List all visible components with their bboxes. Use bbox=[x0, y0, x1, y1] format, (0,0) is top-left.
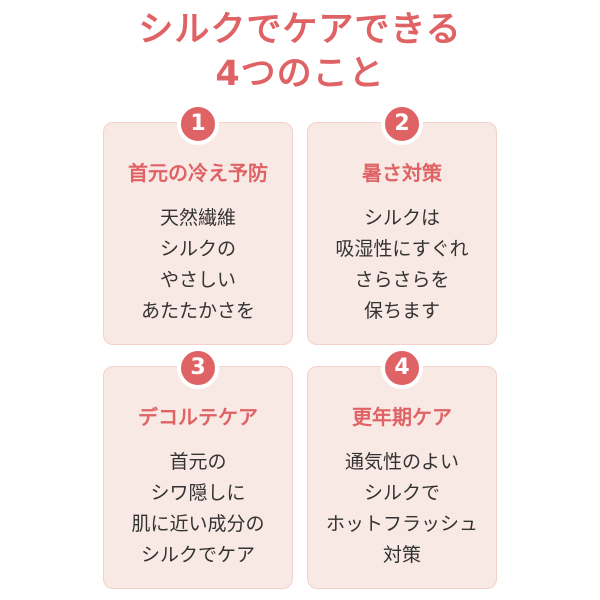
card-line: やさしい bbox=[159, 269, 236, 291]
card-line: 首元の bbox=[169, 451, 227, 473]
card-heading: 更年期ケア bbox=[352, 405, 452, 429]
card-heading: 暑さ対策 bbox=[362, 161, 442, 185]
card-line: シワ隠しに bbox=[150, 482, 246, 504]
card-body: 天然繊維 シルクの やさしい あたたかさを bbox=[104, 203, 292, 327]
card-line: 対策 bbox=[382, 544, 421, 566]
card-line: シルクでケア bbox=[140, 544, 255, 566]
page-title: シルクでケアできる 4つのこと bbox=[0, 8, 600, 96]
title-line-1: シルクでケアできる bbox=[138, 10, 462, 50]
card-menopause-care: 4 更年期ケア 通気性のよい シルクで ホットフラッシュ 対策 bbox=[307, 347, 497, 589]
number-badge: 4 bbox=[381, 347, 423, 389]
card-body: 通気性のよい シルクで ホットフラッシュ 対策 bbox=[308, 447, 496, 571]
card-line: 天然繊維 bbox=[159, 207, 236, 229]
card-line: 肌に近い成分の bbox=[131, 513, 265, 535]
card-body: シルクは 吸湿性にすぐれ さらさらを 保ちます bbox=[308, 203, 496, 327]
card-decollete-care: 3 デコルテケア 首元の シワ隠しに 肌に近い成分の シルクでケア bbox=[103, 347, 293, 589]
title-line-2: 4つのこと bbox=[215, 54, 385, 94]
card-neck-warmth: 1 首元の冷え予防 天然繊維 シルクの やさしい あたたかさを bbox=[103, 103, 293, 345]
card-line: シルクの bbox=[159, 238, 236, 260]
card-line: 通気性のよい bbox=[344, 451, 459, 473]
card-line: 保ちます bbox=[363, 300, 440, 322]
card-line: シルクは bbox=[363, 207, 440, 229]
card-line: シルクで bbox=[363, 482, 440, 504]
card-body: 首元の シワ隠しに 肌に近い成分の シルクでケア bbox=[104, 447, 292, 571]
number-badge: 1 bbox=[177, 103, 219, 145]
card-line: あたたかさを bbox=[140, 300, 255, 322]
card-heading: 首元の冷え予防 bbox=[128, 161, 268, 185]
number-badge: 3 bbox=[177, 347, 219, 389]
number-badge: 2 bbox=[381, 103, 423, 145]
card-line: さらさらを bbox=[354, 269, 450, 291]
card-heading: デコルテケア bbox=[138, 405, 258, 429]
card-line: 吸湿性にすぐれ bbox=[335, 238, 469, 260]
card-line: ホットフラッシュ bbox=[325, 513, 478, 535]
card-heat-measures: 2 暑さ対策 シルクは 吸湿性にすぐれ さらさらを 保ちます bbox=[307, 103, 497, 345]
